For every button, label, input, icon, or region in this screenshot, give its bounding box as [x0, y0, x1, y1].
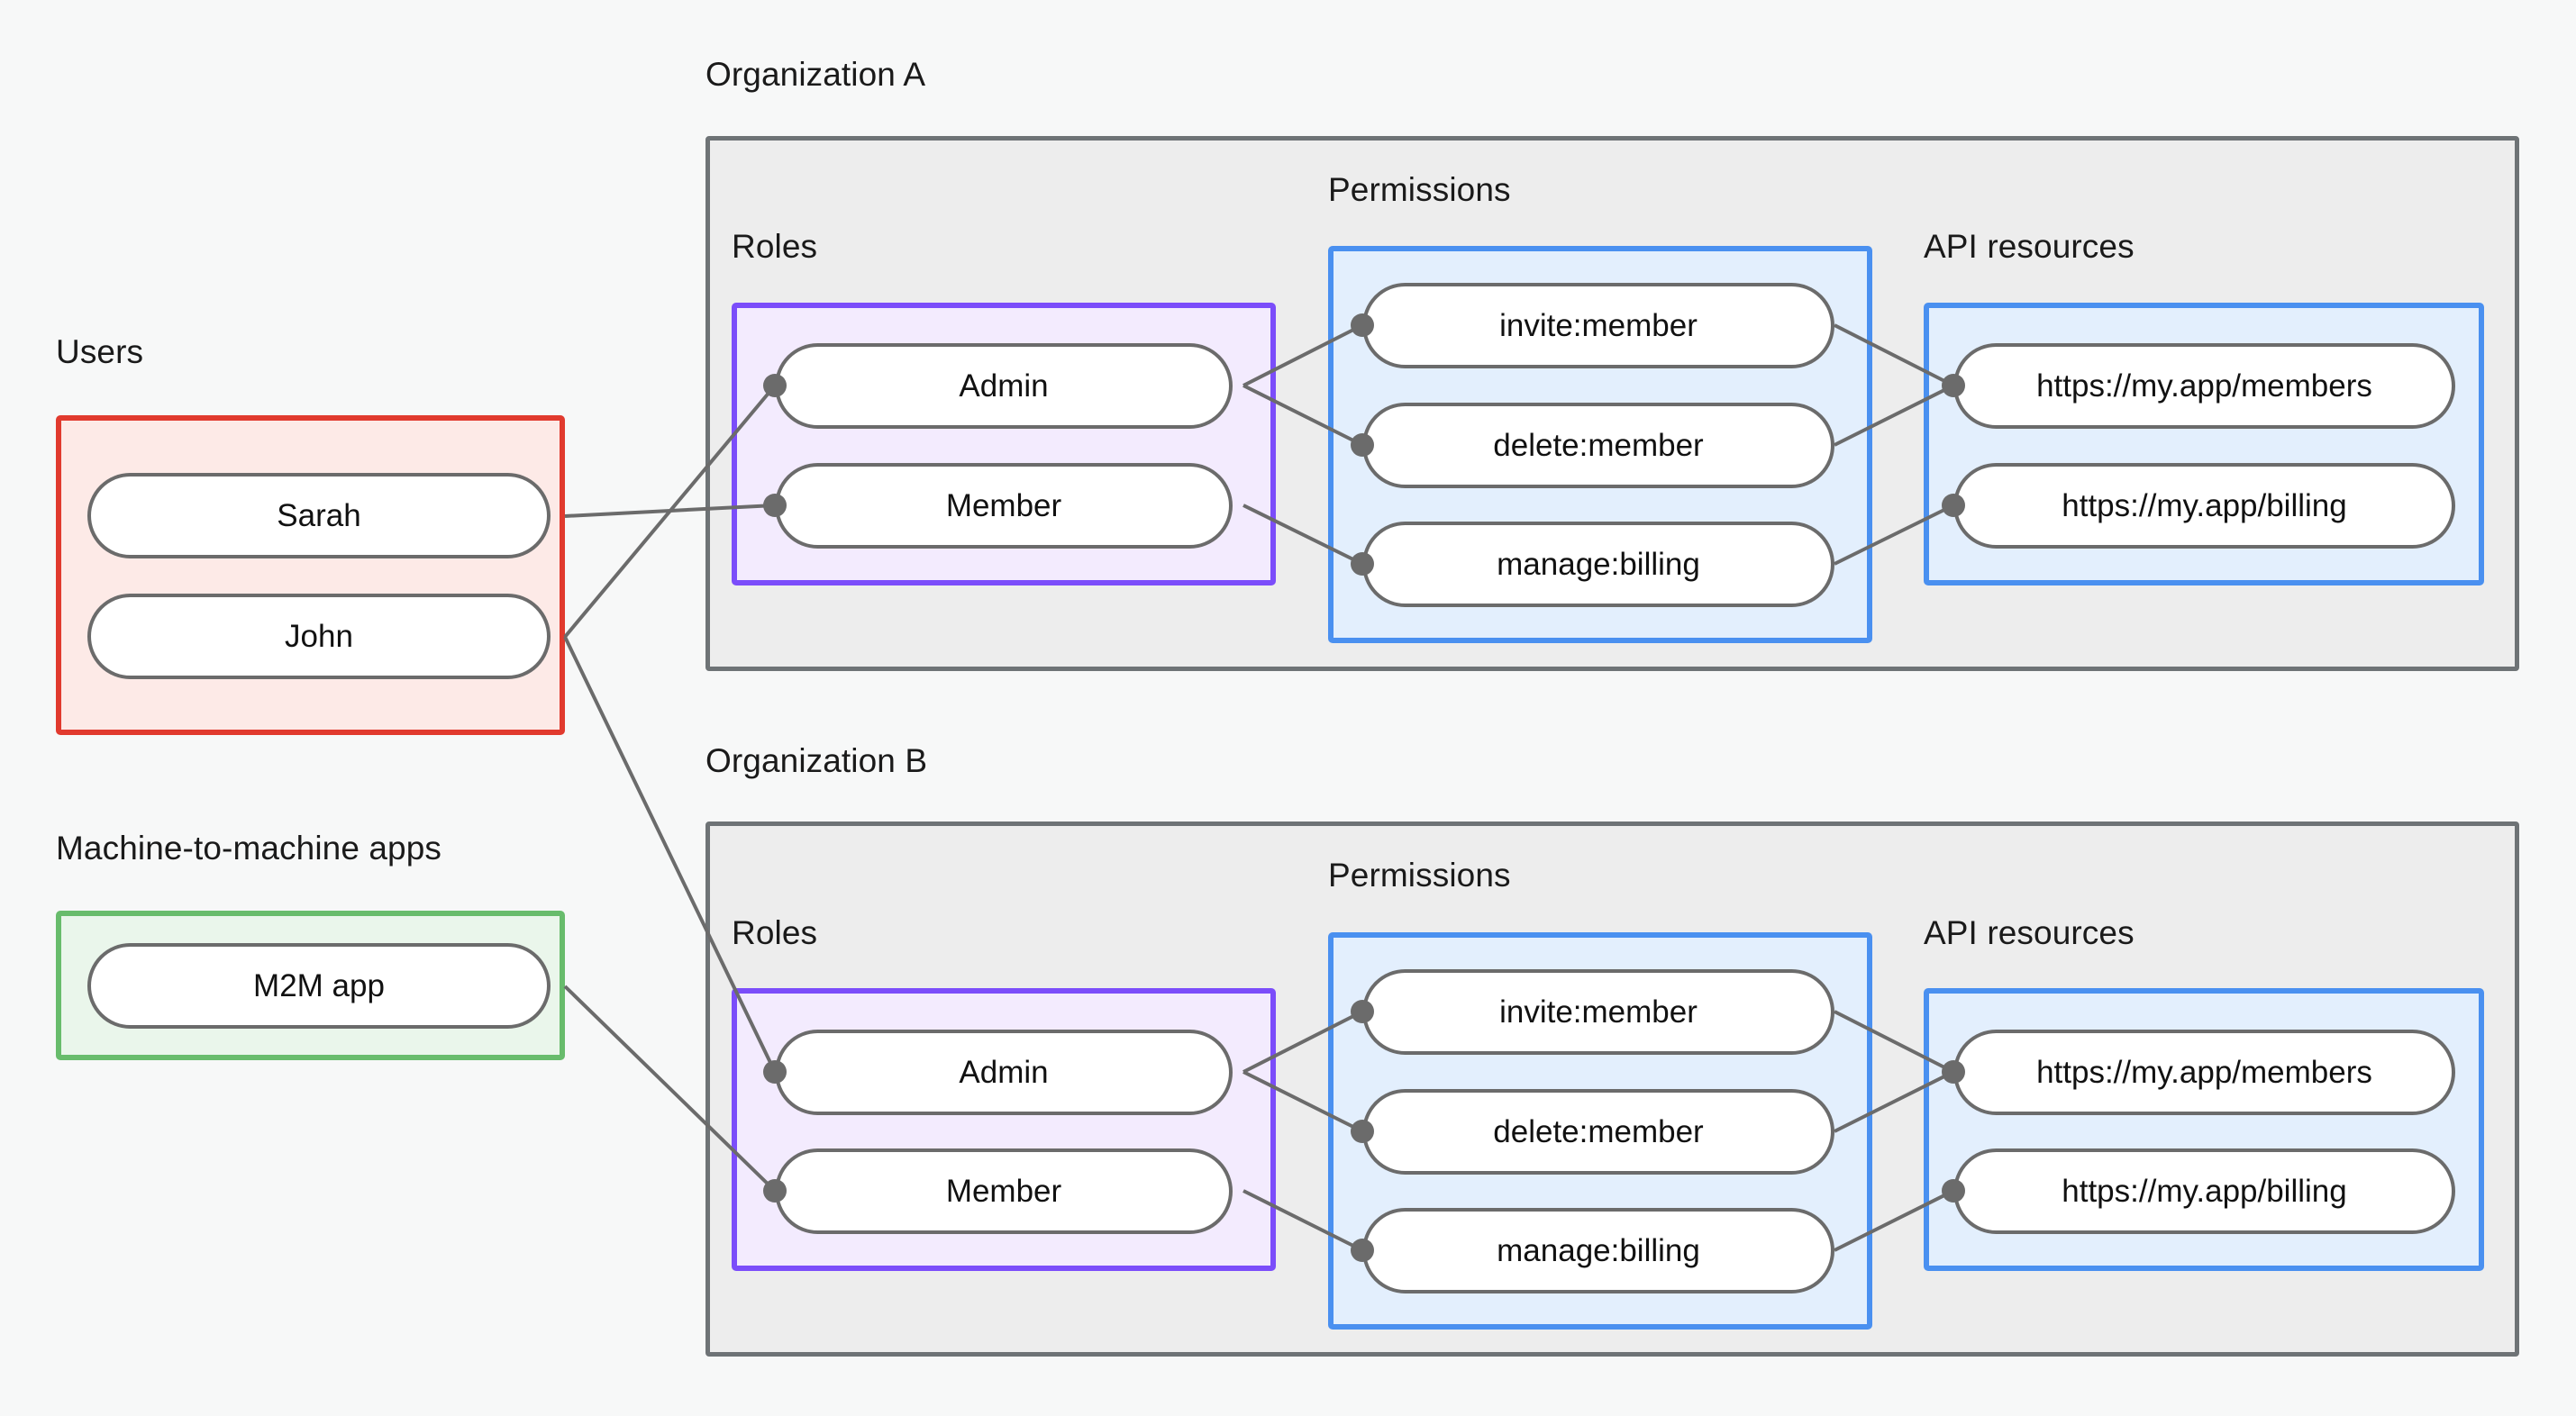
api-node-label: https://my.app/billing	[2062, 487, 2347, 523]
permission-node-label: invite:member	[1499, 994, 1698, 1030]
org-a-api-node-billing[interactable]: https://my.app/billing	[1953, 463, 2455, 549]
org-a-api-resources-label: API resources	[1924, 228, 2135, 265]
org-b-role-node-member[interactable]: Member	[775, 1148, 1233, 1234]
org-b-api-node-billing[interactable]: https://my.app/billing	[1953, 1148, 2455, 1234]
org-a-permissions-label: Permissions	[1328, 171, 1511, 208]
role-node-label: Member	[945, 1173, 1062, 1209]
org-a-permission-node-manage-billing[interactable]: manage:billing	[1362, 522, 1834, 607]
permission-node-label: delete:member	[1493, 1113, 1704, 1149]
org-b-permissions-label: Permissions	[1328, 857, 1511, 894]
role-node-label: Admin	[959, 1054, 1049, 1090]
org-b-role-node-admin[interactable]: Admin	[775, 1030, 1233, 1115]
role-node-label: Admin	[959, 368, 1049, 404]
permission-node-label: invite:member	[1499, 307, 1698, 343]
permission-node-label: manage:billing	[1497, 1232, 1700, 1268]
org-b-roles-label: Roles	[732, 914, 818, 951]
api-node-label: https://my.app/members	[2036, 368, 2372, 404]
org-a-permission-node-invite-member[interactable]: invite:member	[1362, 283, 1834, 368]
permission-node-label: delete:member	[1493, 427, 1704, 463]
org-b-title: Organization B	[705, 742, 928, 779]
api-node-label: https://my.app/members	[2036, 1054, 2372, 1090]
org-b-api-node-members[interactable]: https://my.app/members	[1953, 1030, 2455, 1115]
org-b-permission-node-manage-billing[interactable]: manage:billing	[1362, 1208, 1834, 1293]
permission-node-label: manage:billing	[1497, 546, 1700, 582]
org-b-permission-node-invite-member[interactable]: invite:member	[1362, 969, 1834, 1055]
org-a-permission-node-delete-member[interactable]: delete:member	[1362, 403, 1834, 488]
m2m-group-label: Machine-to-machine apps	[56, 830, 442, 867]
users-group-label: Users	[56, 333, 144, 370]
org-a-roles-label: Roles	[732, 228, 818, 265]
m2m-node-app[interactable]: M2M app	[87, 943, 551, 1029]
user-node-label: John	[285, 618, 353, 654]
org-b-permission-node-delete-member[interactable]: delete:member	[1362, 1089, 1834, 1175]
role-node-label: Member	[945, 487, 1062, 523]
org-a-api-node-members[interactable]: https://my.app/members	[1953, 343, 2455, 429]
org-a-role-node-member[interactable]: Member	[775, 463, 1233, 549]
users-container	[56, 415, 565, 735]
api-node-label: https://my.app/billing	[2062, 1173, 2347, 1209]
user-node-label: Sarah	[277, 497, 361, 533]
m2m-node-label: M2M app	[253, 967, 385, 1003]
user-node-sarah[interactable]: Sarah	[87, 473, 551, 558]
org-a-role-node-admin[interactable]: Admin	[775, 343, 1233, 429]
org-b-api-resources-label: API resources	[1924, 914, 2135, 951]
user-node-john[interactable]: John	[87, 594, 551, 679]
org-a-title: Organization A	[705, 56, 926, 93]
